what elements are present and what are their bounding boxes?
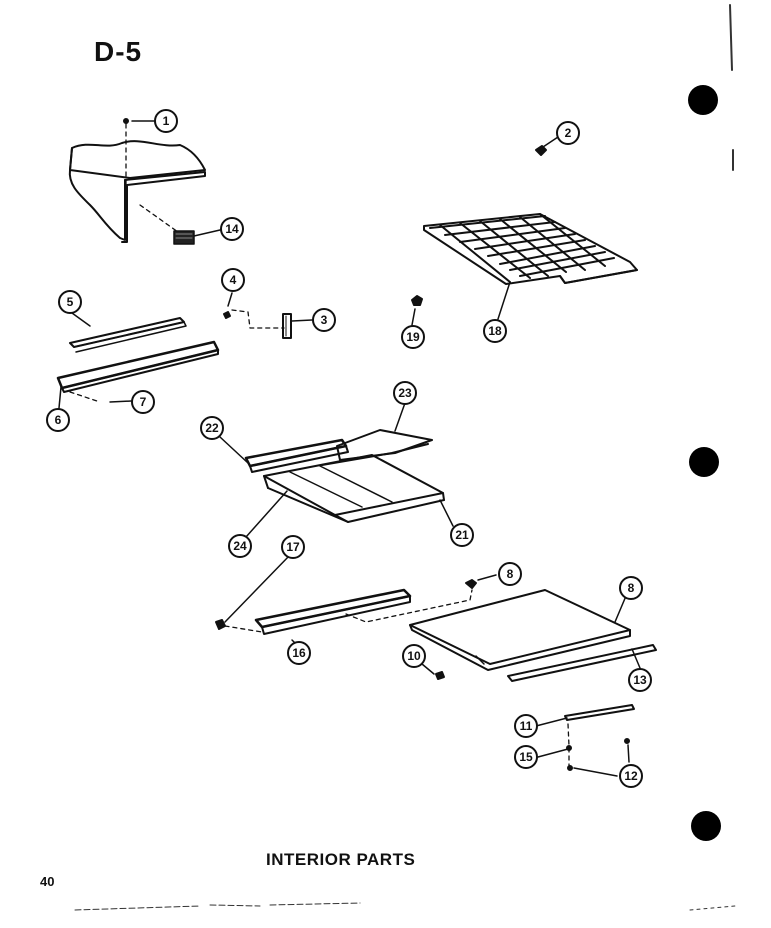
callout-label: 16 [292,646,306,660]
part-9-glass-shelf [409,589,631,671]
callout-label: 24 [233,539,247,553]
callout-15 [514,745,538,769]
binder-hole [691,811,721,841]
callout-label: 14 [225,222,239,236]
part-2-clip [535,145,547,156]
part-18-wire-shelf [423,213,638,285]
callout-label: 2 [565,126,572,140]
callout-label: 4 [230,273,237,287]
callout-label: 6 [55,413,62,427]
callout-label: 22 [205,421,219,435]
part-14-light-shield [173,230,195,245]
callout-12 [619,764,643,788]
callout-24 [228,534,252,558]
callout-11 [514,714,538,738]
part-10-screw [435,671,445,680]
callout-4 [221,268,245,292]
callout-16 [287,641,311,665]
part-12-screw [624,738,630,744]
callout-label: 19 [406,330,420,344]
callout-label: 15 [519,750,533,764]
binder-hole [689,447,719,477]
drawer-frame-assembly [244,429,445,523]
part-11-trim [564,704,635,721]
callout-label: 21 [455,528,469,542]
part-1-screw [123,118,129,124]
page-caption: INTERIOR PARTS [266,850,416,869]
callout-17 [281,535,305,559]
callout-18 [483,319,507,343]
callout-label: 8 [507,567,514,581]
callout-label: 17 [286,540,300,554]
callout-label: 8 [628,581,635,595]
callout-22 [200,416,224,440]
callout-bubbles [46,109,652,788]
part-16-rail [254,588,412,635]
callout-label: 7 [140,395,147,409]
callout-8-clip [498,562,522,586]
part-4-screw [223,311,231,319]
callout-13 [628,668,652,692]
part-3-bracket [282,313,292,339]
callout-labels: 1 2 3 4 5 6 7 8 8 10 11 12 13 14 15 16 1… [55,114,647,783]
callout-9 [619,576,643,600]
part-17-screw [215,619,226,630]
callout-label: 10 [407,649,421,663]
part-6-rail [56,340,220,393]
callout-10 [402,644,426,668]
dashed-guide-lines [69,123,570,767]
callout-1 [154,109,178,133]
callout-21 [450,523,474,547]
callout-6 [46,408,70,432]
callout-label: 23 [398,386,412,400]
callout-label: 1 [163,114,170,128]
part-13-trim [507,644,657,682]
callout-2 [556,121,580,145]
part-12-screw [567,765,573,771]
callout-7 [131,390,155,414]
page-code: D-5 [94,36,143,67]
callout-5 [58,290,82,314]
callout-label: 18 [488,324,502,338]
binder-hole [688,85,718,115]
page-number: 40 [40,874,55,889]
callout-3 [312,308,336,332]
callout-label: 5 [67,295,74,309]
part-19-clip [411,295,423,306]
callout-14 [220,217,244,241]
leader-lines [58,120,641,777]
callout-label: 3 [321,313,328,327]
callout-label: 13 [633,673,647,687]
callout-label: 12 [624,769,638,783]
callout-label: 11 [520,719,533,733]
cabinet-corner [68,140,206,243]
part-5-strip [69,317,187,353]
callout-23 [393,381,417,405]
callout-19 [401,325,425,349]
part-8-clip [465,579,477,589]
scan-artifacts [74,4,736,911]
